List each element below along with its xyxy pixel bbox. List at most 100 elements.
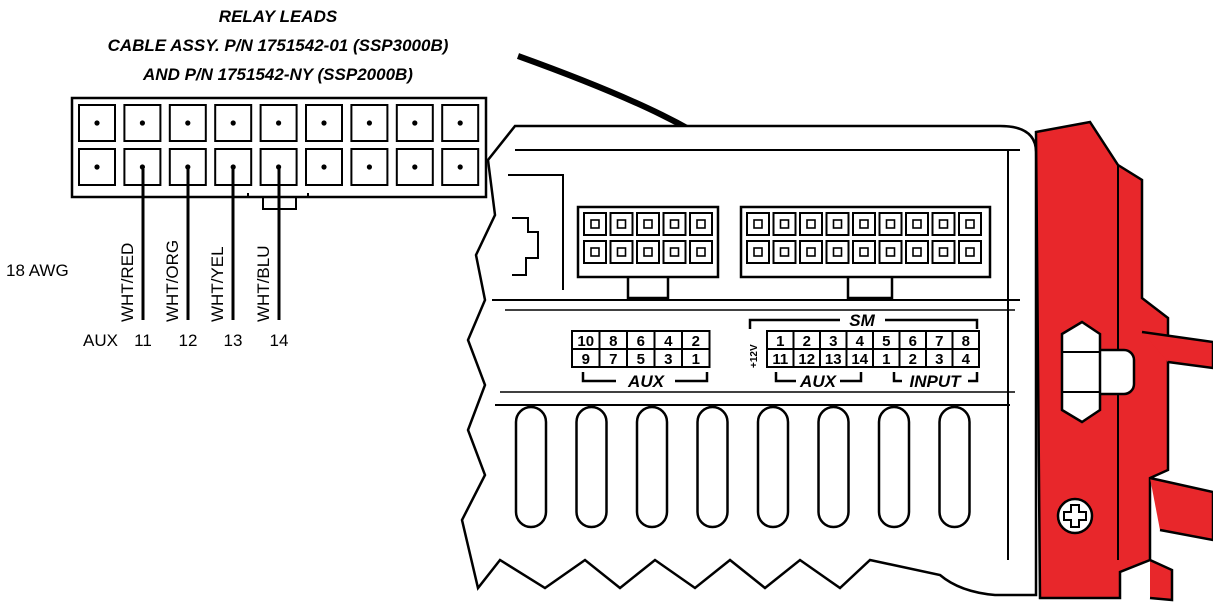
device-ridge-2 [508, 174, 564, 290]
pin-number: 2 [692, 333, 700, 350]
pin-number: 10 [577, 333, 594, 350]
connector-cavity [395, 148, 434, 186]
pin-number: 8 [962, 333, 970, 350]
hex-nut [1060, 320, 1102, 424]
header-pin [753, 247, 763, 257]
cavity-pin [139, 120, 145, 126]
aux-prefix-label: AUX [83, 331, 118, 350]
cavity-pin [366, 164, 372, 170]
pin-number: 11 [772, 351, 788, 368]
sm-aux-caption: AUX [799, 372, 838, 391]
cavity-pin [94, 164, 100, 170]
header-pin [832, 219, 843, 229]
pin-number: 4 [856, 333, 865, 350]
connector-cavity [350, 104, 389, 142]
sm-caption-bracket [748, 318, 979, 329]
aux-header-connector [576, 205, 720, 300]
connector-cavity [78, 148, 116, 186]
header-pin [616, 247, 627, 257]
title-line-3: AND P/N 1751542-NY (SSP2000B) [142, 65, 413, 84]
header-pin [938, 247, 949, 257]
cavity-pin [185, 164, 191, 170]
header-pin [965, 219, 975, 229]
connector-cavity [305, 104, 343, 142]
aux-number-11: 11 [134, 331, 152, 350]
connector-cavity [259, 104, 298, 142]
pin-number: 2 [803, 333, 811, 350]
diagram-title: RELAY LEADS CABLE ASSY. P/N 1751542-01 (… [108, 7, 449, 84]
wire-label-1: WHT/RED [118, 243, 137, 322]
vent-slot [635, 405, 669, 529]
aux-header-cavities [583, 212, 713, 264]
aux-numbers: AUX 11 12 13 14 [83, 331, 288, 350]
header-pin [616, 219, 627, 229]
pin-number: 3 [935, 351, 943, 368]
pin-number: 14 [851, 351, 868, 368]
pin-number: 6 [909, 333, 917, 350]
header-pin [779, 219, 790, 229]
pin-number: 1 [776, 333, 784, 350]
vent-slot [575, 405, 608, 529]
pin-number: 1 [882, 351, 890, 368]
pin-number: 5 [637, 351, 645, 368]
wire-label-3: WHT/YEL [208, 246, 227, 322]
relay-wires [141, 169, 281, 320]
pin-number: 3 [664, 351, 672, 368]
connector-cavity [78, 104, 116, 142]
cavity-pin [230, 120, 236, 126]
connector-cavity [168, 104, 207, 142]
header-pin [669, 247, 680, 257]
device-side-notch [512, 217, 539, 276]
bracket-lower-flange [1149, 476, 1213, 542]
pin-number: 3 [829, 333, 837, 350]
vent-slot [514, 405, 548, 529]
header-pin [753, 219, 763, 229]
bracket-lower-tab [1149, 558, 1174, 602]
pin-number: 4 [664, 333, 673, 350]
header-pin [859, 219, 869, 229]
header-pin [643, 247, 653, 257]
wire-label-4: WHT/BLU [254, 246, 273, 323]
cavity-pin [139, 164, 145, 170]
aux-number-13: 13 [224, 331, 243, 350]
connector-cavity [214, 104, 253, 142]
pin-number: 2 [909, 351, 917, 368]
pin-number: 12 [798, 351, 815, 368]
aux-number-12: 12 [179, 331, 198, 350]
header-pin [643, 219, 653, 229]
pin-number: 13 [825, 351, 842, 368]
cavity-pin [321, 120, 327, 126]
wire-gauge-label: 18 AWG [6, 261, 69, 280]
header-pin [590, 219, 600, 229]
connector-cavities [78, 104, 480, 186]
main-header-latch [846, 277, 894, 300]
pin-number: 7 [609, 351, 617, 368]
pin-number: 1 [692, 351, 700, 368]
relay-connector-detail [70, 96, 488, 320]
cavity-pin [276, 120, 282, 126]
input-caption-bracket [892, 372, 979, 383]
main-header-cavities [746, 212, 982, 264]
phillips-screw [1056, 497, 1094, 535]
cavity-pin [321, 164, 327, 170]
vent-slot [877, 405, 911, 529]
connector-cavity [350, 148, 389, 186]
header-pin [806, 219, 816, 229]
main-header-connector [739, 205, 992, 300]
wire-label-2: WHT/ORG [163, 240, 182, 322]
cavity-pin [457, 164, 463, 170]
cavity-pin [412, 120, 418, 126]
header-pin [912, 247, 922, 257]
pin-number: 8 [609, 333, 617, 350]
title-line-1: RELAY LEADS [219, 7, 338, 26]
connector-cavity [441, 104, 480, 142]
vent-slot [696, 405, 729, 529]
pin-number: 5 [882, 333, 890, 350]
cavity-pin [412, 164, 418, 170]
cavity-pin [185, 120, 191, 126]
pin-label-cell [951, 348, 980, 368]
connector-cavity [123, 104, 162, 142]
header-pin [806, 247, 816, 257]
